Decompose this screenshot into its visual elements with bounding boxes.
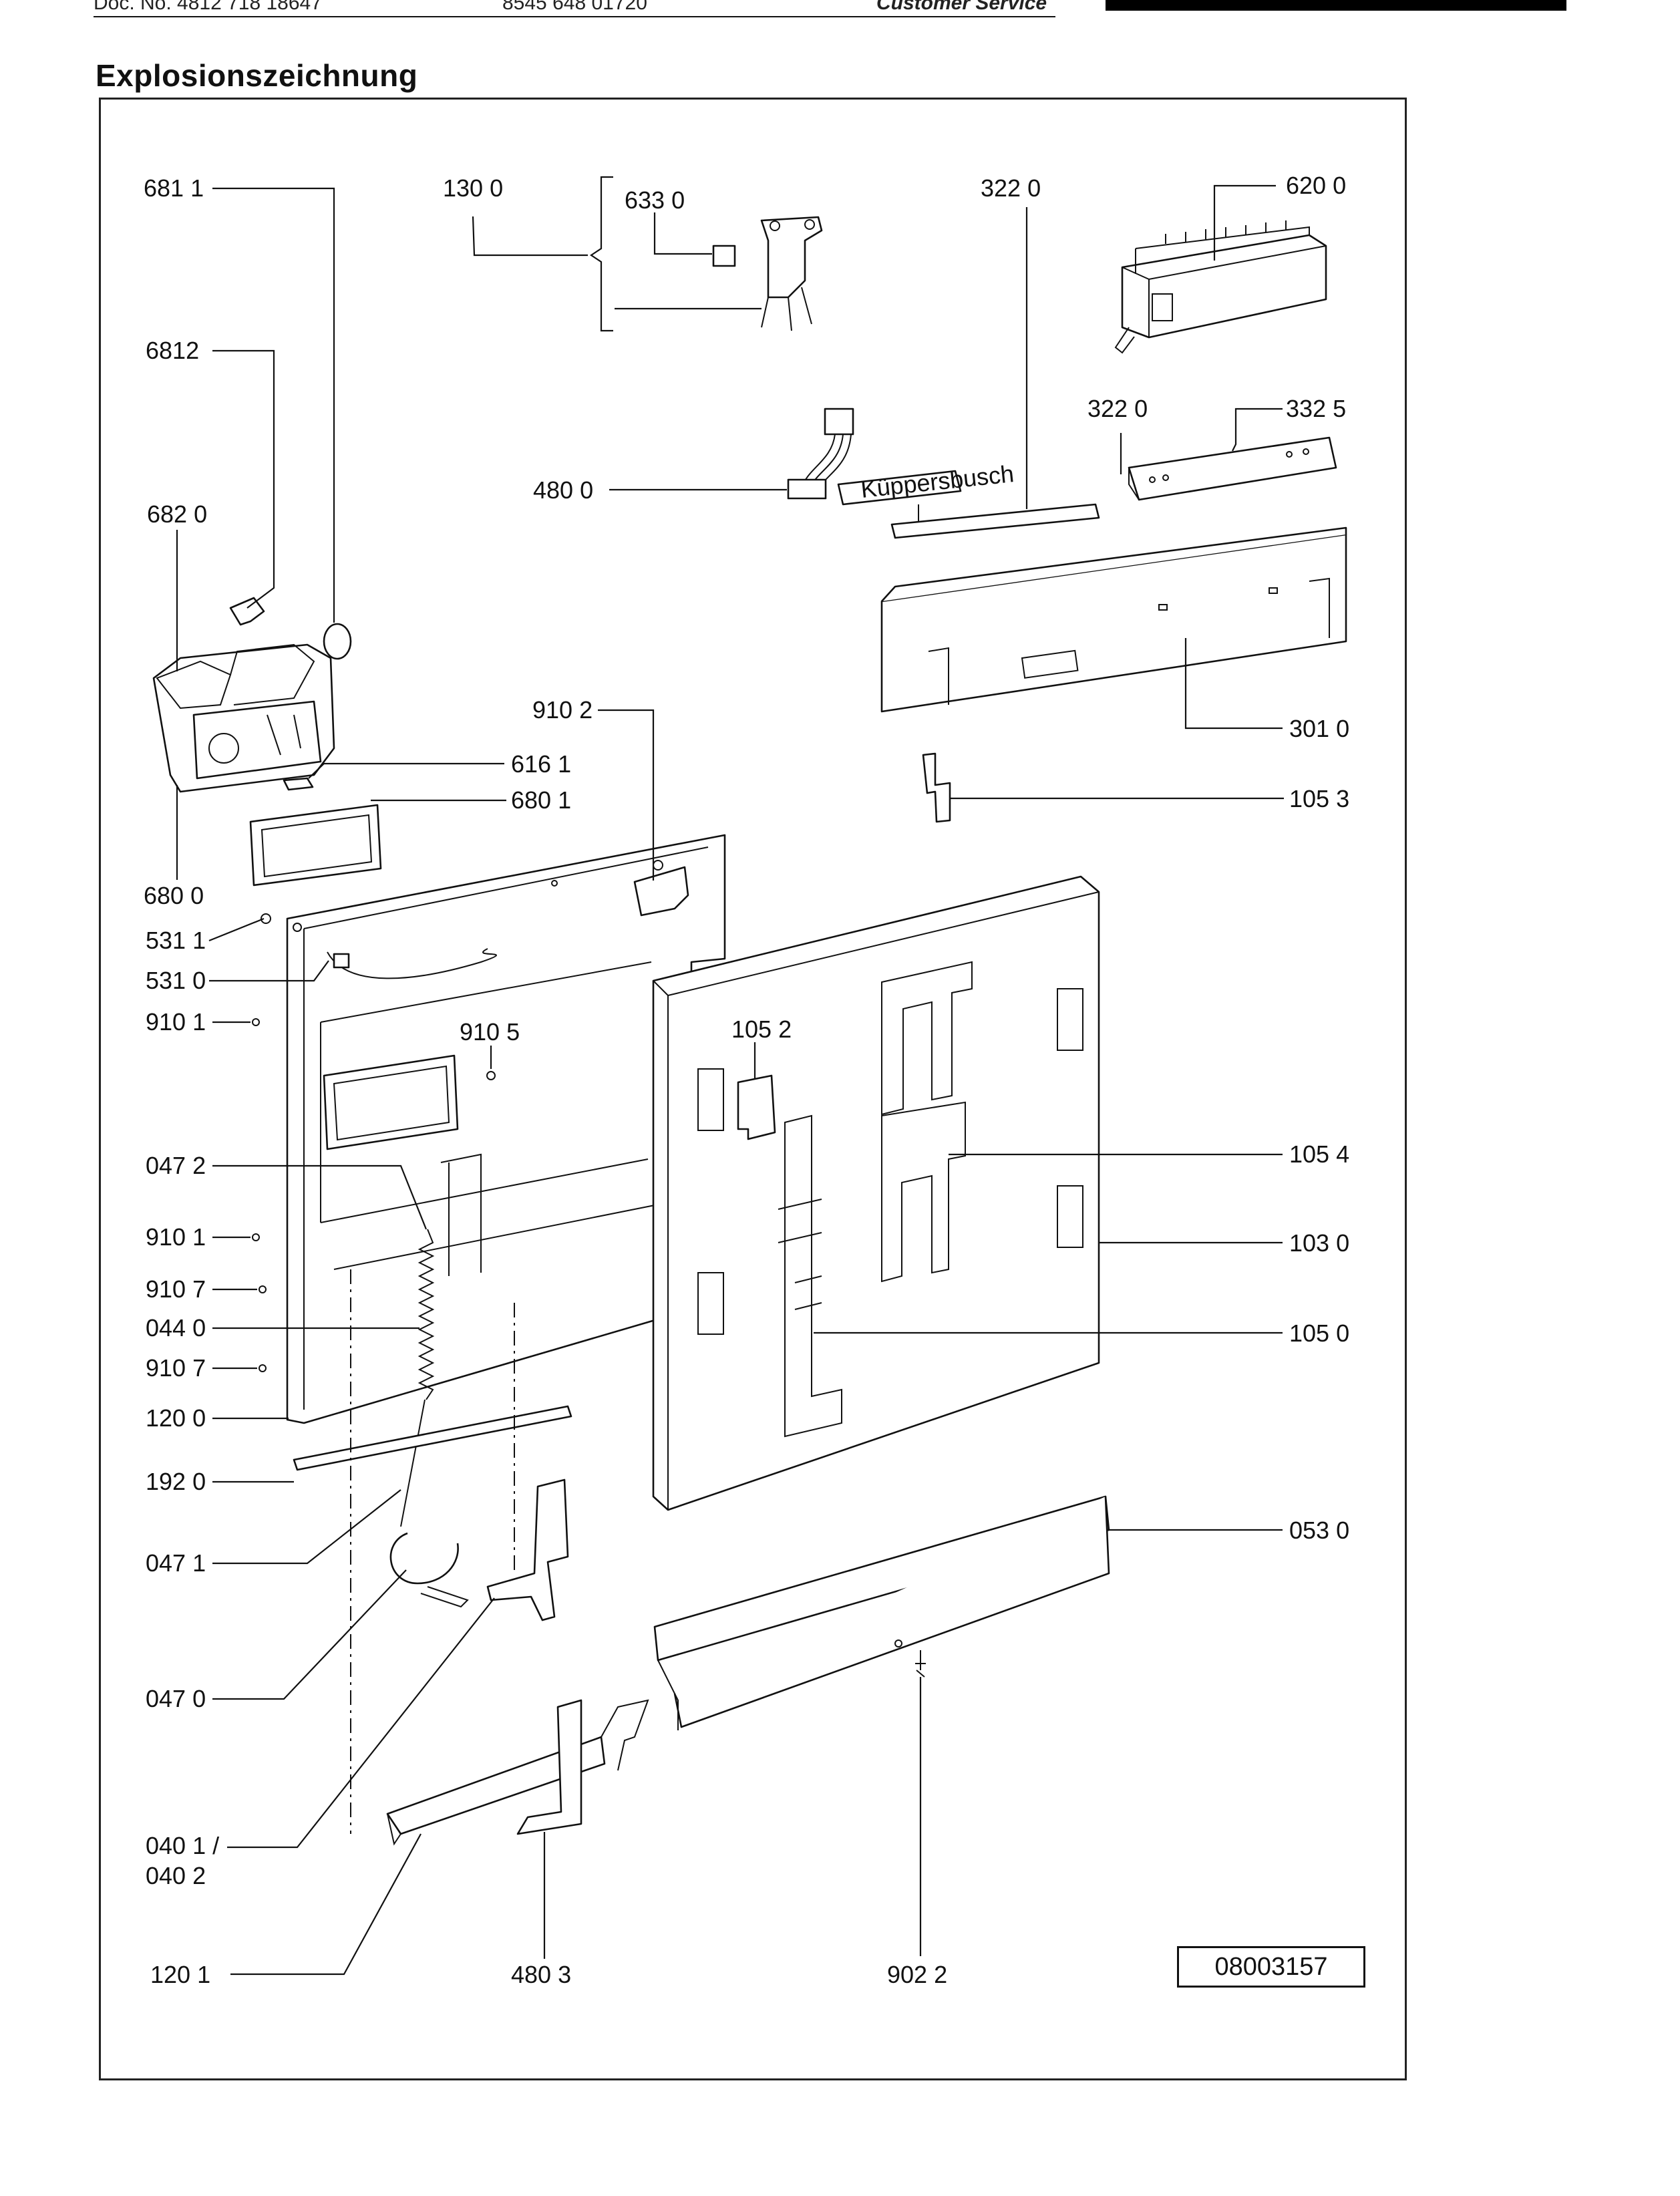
callout-682-0: 682 0: [147, 500, 207, 528]
rail-strip-part: [293, 1405, 572, 1471]
panel-plate-part: [1128, 436, 1337, 501]
dispenser-seal-part: [249, 804, 382, 887]
callout-130-0: 130 0: [443, 174, 503, 202]
dispenser-part: [152, 643, 335, 793]
control-module-part: [1114, 220, 1327, 354]
callout-910-5: 910 5: [460, 1018, 520, 1046]
callout-910-1-b: 910 1: [146, 1223, 206, 1251]
wiring-harness-part: [787, 408, 854, 500]
service-badge: [1106, 0, 1566, 11]
callout-910-2: 910 2: [532, 696, 593, 724]
diagram-frame: [99, 98, 1407, 2080]
hinge-bracket-part: [486, 1478, 569, 1621]
callout-044-0: 044 0: [146, 1314, 206, 1342]
callout-192-0: 192 0: [146, 1468, 206, 1495]
callout-322-0-top: 322 0: [981, 174, 1041, 202]
callout-040-2: 040 2: [146, 1862, 206, 1889]
panel-clip-part: [737, 1074, 776, 1140]
callout-910-7-b: 910 7: [146, 1354, 206, 1382]
control-panel-fascia: [880, 526, 1347, 713]
callout-620-0: 620 0: [1286, 172, 1346, 199]
callout-120-0: 120 0: [146, 1404, 206, 1432]
callout-680-1: 680 1: [511, 786, 571, 814]
callout-910-7-a: 910 7: [146, 1275, 206, 1303]
door-switch-part: [712, 216, 823, 331]
callout-105-4: 105 4: [1289, 1140, 1349, 1168]
callout-616-1: 616 1: [511, 750, 571, 778]
latch-part: [229, 597, 265, 626]
cable-connector: [333, 953, 350, 969]
bracket-part: [922, 752, 951, 823]
callout-332-5: 332 5: [1286, 395, 1346, 422]
callout-105-3: 105 3: [1289, 785, 1349, 812]
l-bracket-part: [516, 1699, 582, 1835]
callout-680-0: 680 0: [144, 882, 204, 909]
hinge-arm-part: [389, 1532, 469, 1608]
leader-lines: [176, 176, 1284, 1976]
callout-047-1: 047 1: [146, 1549, 206, 1577]
reference-number-box: 08003157: [1177, 1946, 1365, 1988]
callout-681-1: 681 1: [144, 174, 204, 202]
sticker-text: Küppersbusch: [860, 460, 1015, 503]
page-title: Explosionszeichnung: [96, 58, 418, 93]
callout-053-0: 053 0: [1289, 1517, 1349, 1544]
inner-channel: [440, 1153, 482, 1276]
callout-105-2: 105 2: [731, 1015, 792, 1043]
callout-480-3: 480 3: [511, 1961, 571, 1988]
cable-part: [327, 948, 497, 979]
callout-120-1: 120 1: [150, 1961, 210, 1988]
callout-105-0: 105 0: [1289, 1319, 1349, 1347]
bottom-rail-part: [653, 1495, 1110, 1730]
section-label: Customer Service: [876, 0, 1047, 14]
cap-part: [323, 623, 352, 660]
callout-047-2: 047 2: [146, 1152, 206, 1179]
doc-number: Doc. No. 4812 718 18647: [94, 0, 322, 14]
callout-040-1: 040 1 /: [146, 1832, 219, 1859]
bolt-part: [486, 1071, 496, 1080]
part-number: 8545 648 01720: [502, 0, 647, 14]
clip-part: [283, 777, 314, 791]
callout-480-0: 480 0: [533, 476, 593, 504]
kick-plate-part: [386, 1699, 649, 1846]
callout-902-2: 902 2: [887, 1961, 947, 1988]
trim-strip-part: [890, 503, 1100, 539]
fastener-markers: [252, 913, 271, 1372]
screw-part: [915, 1650, 926, 1678]
header-rule: [94, 16, 1055, 17]
callout-531-1: 531 1: [146, 927, 206, 954]
callout-322-0-right: 322 0: [1087, 395, 1148, 422]
callout-6812: 6812: [146, 337, 199, 364]
callout-531-0: 531 0: [146, 967, 206, 994]
hinge-plate-part: [633, 866, 689, 917]
callout-910-1-a: 910 1: [146, 1008, 206, 1036]
callout-047-0: 047 0: [146, 1685, 206, 1712]
callout-103-0: 103 0: [1289, 1229, 1349, 1257]
callout-633-0: 633 0: [625, 186, 685, 214]
outer-door-panel: [652, 875, 1100, 1511]
dispenser-window: [323, 1054, 459, 1150]
callout-labels: 681 1 130 0 633 0 322 0 620 0 6812 322 0…: [144, 172, 1349, 1988]
door-spring-part: [400, 1229, 435, 1527]
callout-301-0: 301 0: [1289, 715, 1349, 742]
